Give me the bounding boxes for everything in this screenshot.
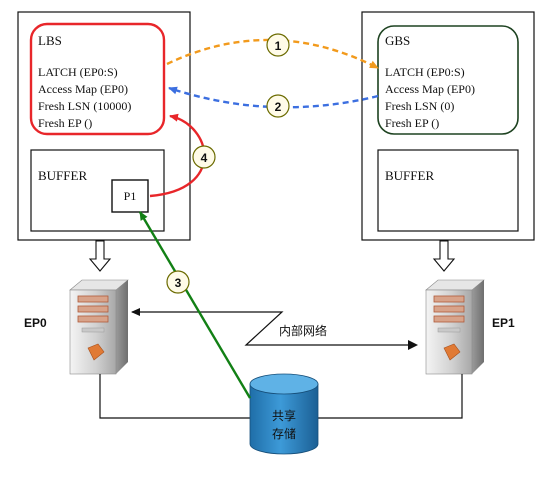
arrow-step-1 [166, 38, 379, 70]
arrow-step-3 [138, 211, 252, 399]
lbs-fresh-ep: Fresh EP () [38, 116, 92, 130]
step-4-number: 4 [201, 151, 208, 165]
server-ep1-label: EP1 [492, 316, 515, 330]
shared-storage-label-2: 存储 [272, 426, 296, 441]
left-buffer-title: BUFFER [38, 168, 87, 183]
internal-network-link [131, 308, 416, 346]
page-p1-label: P1 [124, 189, 137, 203]
lbs-latch: LATCH (EP0:S) [38, 65, 118, 79]
internal-network-arrowhead-right [408, 340, 418, 350]
page-p1: P1 [111, 179, 149, 213]
left-node-down-arrow [88, 240, 112, 272]
lbs-access-map: Access Map (EP0) [38, 82, 128, 96]
shared-storage-label-1: 共享 [272, 408, 296, 423]
lbs-fresh-lsn: Fresh LSN (10000) [38, 99, 131, 113]
step-2-number: 2 [275, 100, 282, 114]
lbs-title: LBS [38, 33, 62, 48]
gbs-fresh-lsn: Fresh LSN (0) [385, 99, 454, 113]
right-buffer-title: BUFFER [385, 168, 434, 183]
gbs-latch: LATCH (EP0:S) [385, 65, 465, 79]
storage-link-ep1 [318, 374, 463, 419]
right-buffer-box: BUFFER [377, 149, 519, 232]
step-3-badge: 3 [166, 270, 190, 294]
lbs-box: LBS LATCH (EP0:S) Access Map (EP0) Fresh… [29, 22, 166, 136]
storage-link-ep0 [99, 374, 250, 419]
step-1-number: 1 [275, 39, 282, 53]
step-4-badge: 4 [192, 145, 216, 169]
server-ep0-label: EP0 [24, 316, 47, 330]
gbs-title: GBS [385, 33, 410, 48]
step-1-badge: 1 [266, 33, 290, 57]
step-2-badge: 2 [266, 94, 290, 118]
arrow-step-2 [168, 86, 379, 109]
gbs-access-map: Access Map (EP0) [385, 82, 475, 96]
gbs-fresh-ep: Fresh EP () [385, 116, 439, 130]
step-3-number: 3 [175, 276, 182, 290]
internal-network-label: 内部网络 [279, 323, 327, 338]
server-ep0-icon [69, 279, 129, 375]
right-node-down-arrow [432, 240, 456, 272]
server-ep1-icon [425, 279, 485, 375]
gbs-box: GBS LATCH (EP0:S) Access Map (EP0) Fresh… [377, 25, 519, 135]
shared-storage-icon [249, 373, 319, 455]
